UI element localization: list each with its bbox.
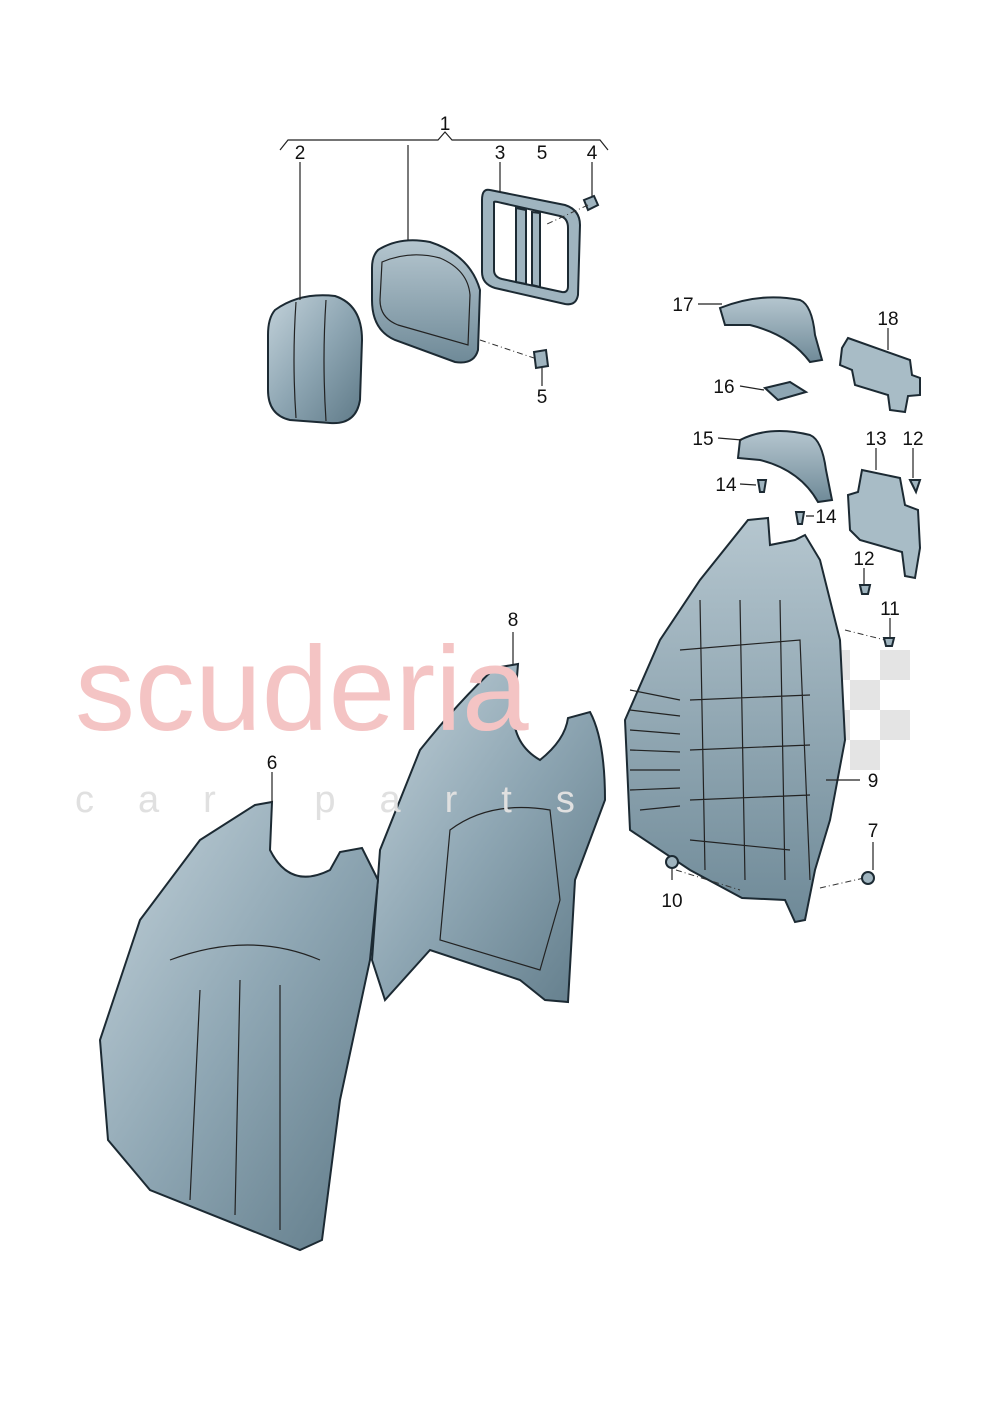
callout-17: 17	[672, 295, 693, 316]
part-14-clip-a[interactable]	[756, 479, 768, 493]
part-12-screw-lower[interactable]	[858, 584, 872, 595]
callout-11: 11	[880, 599, 900, 620]
callout-12-lower: 12	[853, 549, 874, 570]
part-15-cover[interactable]	[736, 430, 834, 504]
part-13-bracket[interactable]	[846, 468, 922, 580]
callout-15: 15	[692, 429, 713, 450]
part-12-screw-upper[interactable]	[908, 479, 922, 495]
part-10-nut[interactable]	[665, 855, 679, 869]
part-17-cover[interactable]	[718, 296, 824, 364]
callout-13: 13	[865, 429, 886, 450]
part-4-screw[interactable]	[582, 194, 600, 212]
callout-5-bottom: 5	[537, 387, 548, 408]
part-14-clip-b[interactable]	[794, 511, 806, 525]
part-1-headrest-shell[interactable]	[371, 239, 482, 364]
part-16-cap[interactable]	[762, 380, 809, 402]
callout-labels: 1 2 3 5 4 5 17 18 16 15 13 12 14 14 12 1…	[267, 114, 924, 912]
callout-1: 1	[440, 114, 451, 135]
part-9-backrest-frame[interactable]	[623, 516, 847, 924]
part-6-backrest-cover[interactable]	[98, 800, 380, 1252]
callout-2: 2	[295, 143, 306, 164]
callout-7: 7	[868, 821, 879, 842]
callout-14-left: 14	[715, 475, 737, 496]
part-11-screw[interactable]	[882, 637, 896, 647]
callout-10: 10	[661, 891, 682, 912]
part-3-headrest-frame[interactable]	[481, 188, 582, 306]
callout-3: 3	[495, 143, 506, 164]
callout-8: 8	[508, 610, 519, 631]
callout-18: 18	[877, 309, 898, 330]
callout-9: 9	[868, 771, 879, 792]
watermark-logo: scuderia car parts	[75, 622, 619, 821]
callout-14-right: 14	[815, 507, 837, 528]
part-18-bracket[interactable]	[838, 336, 921, 414]
group-bracket	[279, 131, 609, 151]
watermark-subtext: car parts	[75, 779, 619, 821]
callout-12-upper: 12	[902, 429, 923, 450]
part-7-nut[interactable]	[861, 871, 875, 885]
watermark-text: scuderia	[75, 622, 529, 756]
callout-16: 16	[713, 377, 734, 398]
part-2-headrest-cushion[interactable]	[267, 294, 364, 425]
part-8-backrest-padding[interactable]	[370, 662, 607, 1004]
callout-5-top: 5	[537, 143, 548, 164]
callout-6: 6	[267, 753, 278, 774]
callout-4: 4	[587, 143, 598, 164]
part-5-clip[interactable]	[532, 348, 550, 370]
